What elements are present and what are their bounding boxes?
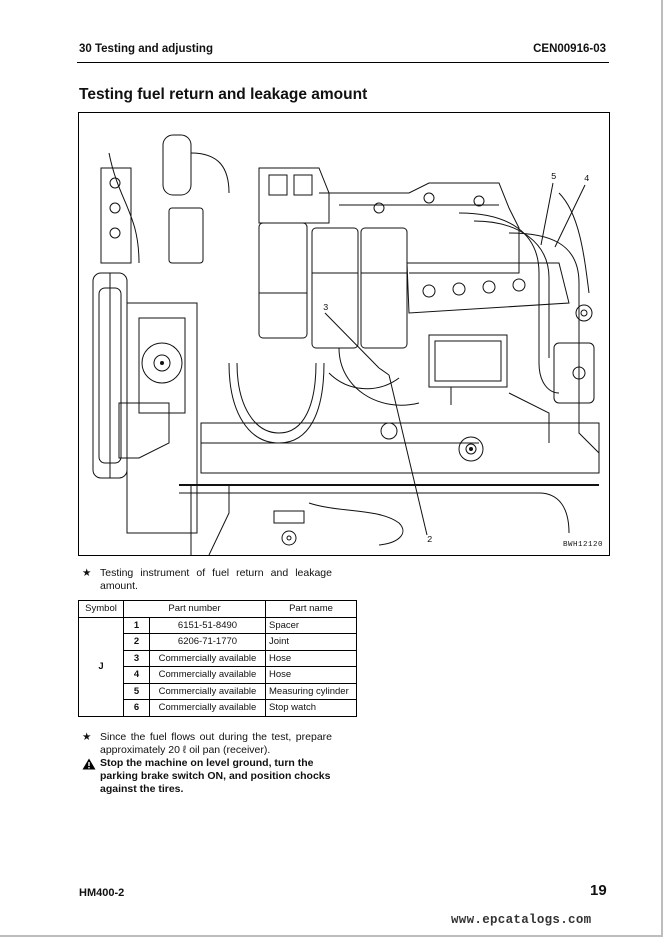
- callout-2: 2: [427, 535, 433, 545]
- callout-4: 4: [584, 174, 590, 184]
- parts-table: Symbol Part number Part name J 1 6151-51…: [78, 600, 357, 717]
- header-rule: [77, 62, 609, 63]
- fuel-note: ★ Since the fuel flows out during the te…: [82, 731, 332, 757]
- part-number: Commercially available: [149, 666, 266, 684]
- header-part-number: Part number: [123, 600, 266, 618]
- part-name: Measuring cylinder: [265, 682, 357, 700]
- part-number: Commercially available: [149, 699, 266, 717]
- callout-3: 3: [323, 303, 329, 313]
- part-number: 6206-71-1770: [149, 633, 266, 651]
- instrument-note-text: Testing instrument of fuel return and le…: [100, 567, 332, 592]
- part-name: Joint: [265, 633, 357, 651]
- table-row: 5 Commercially available Measuring cylin…: [79, 682, 357, 700]
- page-title: Testing fuel return and leakage amount: [79, 86, 368, 103]
- row-number: 3: [123, 649, 150, 667]
- star-icon: ★: [82, 567, 92, 579]
- warning-text: Stop the machine on level ground, turn t…: [100, 757, 331, 795]
- table-row: 4 Commercially available Hose: [79, 666, 357, 684]
- model-label: HM400-2: [79, 887, 125, 899]
- engine-line-drawing: [92, 134, 600, 555]
- part-number: Commercially available: [149, 649, 266, 667]
- header-symbol: Symbol: [78, 600, 124, 618]
- part-name: Stop watch: [265, 699, 357, 717]
- row-number: 4: [123, 666, 150, 684]
- row-number: 2: [123, 633, 150, 651]
- star-icon: ★: [82, 731, 92, 743]
- part-name: Hose: [265, 666, 357, 684]
- section-header: 30 Testing and adjusting: [79, 43, 213, 55]
- table-row: 2 6206-71-1770 Joint: [79, 633, 357, 651]
- warning-triangle-icon: [82, 758, 96, 774]
- table-header-row: Symbol Part number Part name: [78, 600, 357, 618]
- instrument-note: ★ Testing instrument of fuel return and …: [82, 567, 332, 595]
- figure-code: BWH12120: [562, 541, 603, 549]
- table-row: 6 Commercially available Stop watch: [79, 699, 357, 717]
- watermark: www.epcatalogs.com: [451, 913, 592, 927]
- document-code: CEN00916-03: [533, 43, 606, 55]
- table-row: 3 Commercially available Hose: [79, 649, 357, 667]
- symbol-cell: J: [78, 616, 124, 717]
- part-name: Hose: [265, 649, 357, 667]
- row-number: 5: [123, 682, 150, 700]
- row-number: 1: [123, 616, 150, 634]
- part-number: 6151-51-8490: [149, 616, 266, 634]
- part-name: Spacer: [265, 616, 357, 634]
- table-row: J 1 6151-51-8490 Spacer: [78, 616, 357, 717]
- callout-5: 5: [551, 172, 557, 182]
- engine-figure: 5 4 3 2 BWH12120: [78, 112, 610, 556]
- fuel-note-text: Since the fuel flows out during the test…: [100, 731, 332, 756]
- part-number: Commercially available: [149, 682, 266, 700]
- page-number: 19: [590, 882, 607, 899]
- row-number: 6: [123, 699, 150, 717]
- header-part-name: Part name: [265, 600, 357, 618]
